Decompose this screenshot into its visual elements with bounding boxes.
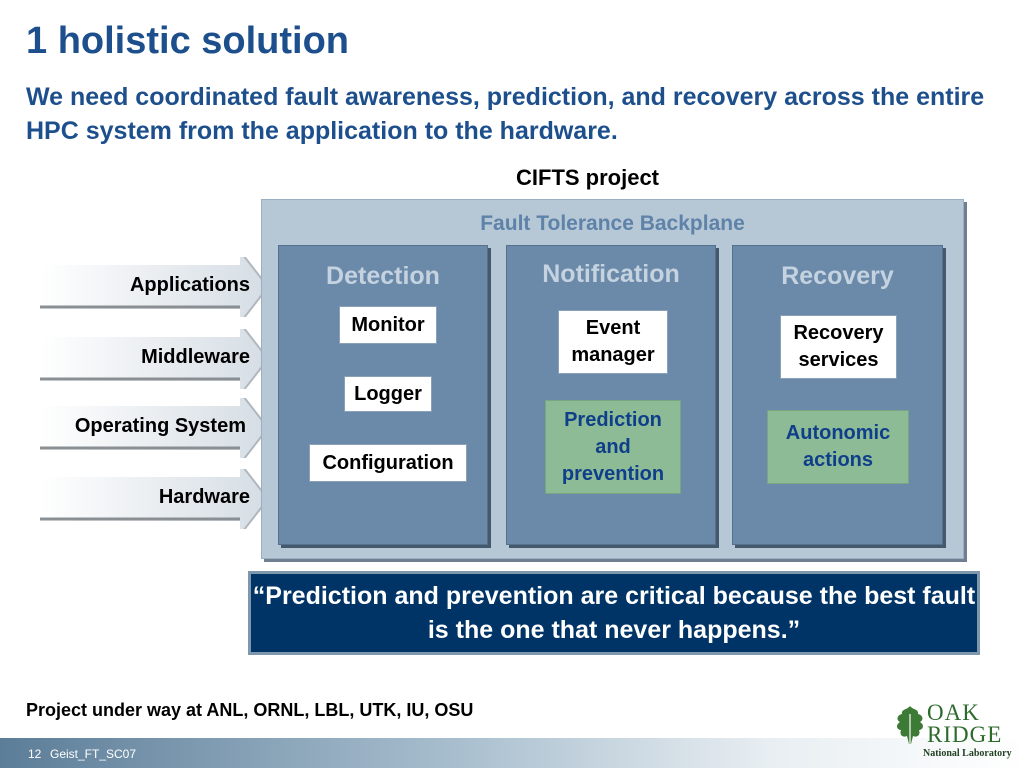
backplane-title: Fault Tolerance Backplane <box>480 212 745 235</box>
logger-box: Logger <box>344 376 432 412</box>
configuration-box: Configuration <box>309 444 467 482</box>
arrow-shape <box>40 469 270 529</box>
slide-number: 12 <box>28 747 42 761</box>
project-label: CIFTS project <box>516 165 660 190</box>
notification-column: Notification Event manager Prediction an… <box>506 245 716 545</box>
quote-box: “Prediction and prevention are critical … <box>248 571 980 655</box>
oak-ridge-logo: OAK RIDGE National Laboratory <box>893 700 1012 762</box>
logo-text-ridge: RIDGE <box>927 722 1003 747</box>
project-partners-text: Project under way at ANL, ORNL, LBL, UTK… <box>26 700 474 720</box>
quote-text: “Prediction and prevention are critical … <box>252 582 976 644</box>
prediction-prevention-box: Prediction and prevention <box>545 400 681 494</box>
notification-title: Notification <box>542 260 680 288</box>
layer-arrow-hardware: Hardware <box>40 469 270 529</box>
layer-arrow-operating-system: Operating System <box>40 398 270 458</box>
logo-text-lab: National Laboratory <box>923 748 1012 759</box>
slide-id: Geist_FT_SC07 <box>50 747 137 761</box>
slide-subtitle: We need coordinated fault awareness, pre… <box>26 83 985 145</box>
layer-label: Middleware <box>141 346 250 368</box>
logo-text-oak: OAK <box>927 700 980 725</box>
oak-leaf-icon <box>897 706 923 744</box>
layer-label: Hardware <box>158 486 250 508</box>
monitor-box: Monitor <box>339 306 437 344</box>
arrow-shape <box>40 398 270 458</box>
layer-label: Operating System <box>74 415 246 437</box>
recovery-services-box: Recovery services <box>780 315 897 379</box>
slide-title: 1 holistic solution <box>26 20 350 62</box>
recovery-column: Recovery Recovery services Autonomic act… <box>732 245 943 545</box>
detection-column: Detection Monitor Logger Configuration <box>278 245 488 545</box>
autonomic-actions-box: Autonomic actions <box>767 410 909 484</box>
layer-arrow-applications: Applications <box>40 257 270 317</box>
recovery-title: Recovery <box>781 262 894 290</box>
footer-bar <box>0 738 1024 768</box>
layer-arrow-middleware: Middleware <box>40 329 270 389</box>
arrow-shape <box>40 329 270 389</box>
event-manager-box: Event manager <box>558 310 668 374</box>
layer-label: Applications <box>129 274 250 296</box>
detection-title: Detection <box>326 262 440 290</box>
